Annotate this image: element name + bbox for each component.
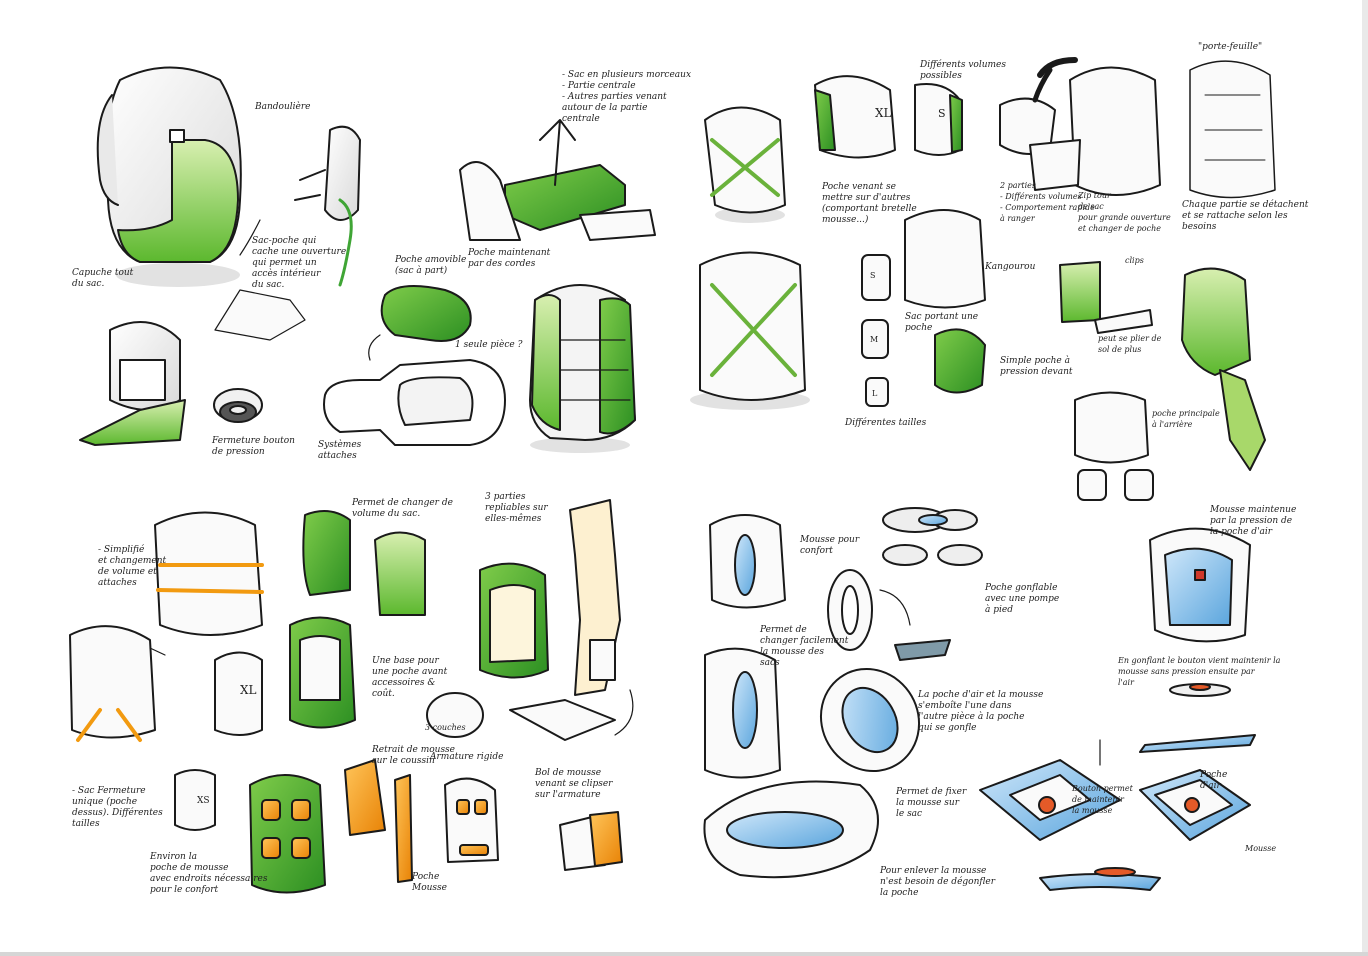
sketch-arrows [149,67,1101,766]
note-clips: clips [1125,256,1144,265]
note-plusieurs-morceaux: - Sac en plusieurs morceaux - Partie cen… [562,70,692,124]
note-simple-poche: Simple poche à pression devant [1000,356,1073,377]
sketch-wallet-pack [1189,60,1276,199]
note-fixer-mousse: Permet de fixer la mousse sur le sac [896,787,967,819]
note-changer-volume: Permet de changer de volume du sac. [352,498,453,519]
note-simplifie: - Simplifié et changement de volume et a… [98,545,167,588]
sketch-backpack-main [96,66,242,287]
note-kangourou: Kangourou [985,262,1036,272]
note-base-poche: Une base pour une poche avant accessoire… [372,656,448,699]
note-fermeture-unique: - Sac Fermeture unique (poche dessus). D… [72,786,163,829]
note-differents-volumes: Différents volumes possibles [920,60,1006,81]
note-mousse-maintenue: Mousse maintenue par la pression de la p… [1210,505,1297,537]
page-edge-right [1362,0,1368,956]
note-changer-facilement: Permet de changer facilement la mousse d… [760,625,849,668]
sketch-x-strap-pack-top [704,106,786,223]
note-poche-gonflable: Poche gonflable avec une pompe à pied [985,583,1060,615]
label-size-3: L [872,389,878,398]
label-xl: XL [875,106,892,120]
note-en-gonflant: En gonflant le bouton vient maintenir la… [1118,656,1281,687]
note-poche-mousse: Poche Mousse [412,872,447,893]
note-poche-amovible: Poche amovible (sac à part) [395,255,467,276]
sketch-zip-tour-pack [999,57,1161,196]
note-armature-rigide: Armature rigide [430,752,504,762]
label-xs: XS [197,796,210,806]
sketch-modular-pack [459,119,656,241]
sketch-orange-packs [249,759,623,894]
note-deux-parties: 2 parties - Différents volumes - Comport… [1000,181,1095,223]
note-systemes-attaches: Systèmes attaches [318,440,362,461]
sketch-pattern [214,289,306,341]
note-trois-parties: 3 parties repliables sur elles-mêmes [485,492,548,524]
note-porte-feuille: "porte-feuille" [1198,42,1263,52]
sketch-green-side-pack [1059,261,1266,501]
sketch-air-cushion [882,507,983,661]
note-capuche: Capuche tout du sac. [72,268,134,289]
sketch-backpack-striped [529,284,636,453]
note-environ-poche: Environ la poche de mousse avec endroits… [150,852,268,895]
note-bandouliere: Bandoulière [255,102,311,112]
note-chaque-partie: Chaque partie se détachent et se rattach… [1182,200,1309,232]
sketch-x-strap-pack-big [690,251,810,410]
sketch-green-volume-packs [289,510,426,729]
note-fermeture: Fermeture bouton de pression [212,436,295,457]
note-poche-venant: Poche venant se mettre sur d'autres (com… [822,182,917,225]
sketch-kangaroo [861,209,986,407]
note-poche-air: Poche d'air [1200,770,1228,791]
note-mousse-confort: Mousse pour confort [800,535,860,556]
sketch-harness-frame [323,359,506,446]
sketch-person-sling [294,125,361,287]
sketch-air-bags [979,759,1251,891]
note-enlever-mousse: Pour enlever la mousse n'est besoin de d… [880,866,995,898]
note-une-piece: 1 seule pièce ? [455,340,523,350]
note-plier: peut se plier de sol de plus [1098,334,1162,354]
note-mousse: Mousse [1245,844,1277,853]
sketch-air-pocket-pack [1139,527,1256,753]
sketch-volume-pouches [814,75,963,159]
label-xl-2: XL [240,683,257,697]
note-bol-mousse: Bol de mousse venant se clipser sur l'ar… [535,768,613,800]
note-sac-portant: Sac portant une poche [905,312,979,333]
sketch-lumbar-foam [703,780,879,879]
sketch-green-pouch [380,285,472,342]
note-differentes-tailles: Différentes tailles [845,418,927,428]
sketch-compression-pack [69,511,264,742]
label-size-1: S [870,271,876,280]
note-trois-couches: 3 couches [425,723,466,732]
note-poche-principale: poche principale à l'arrière [1152,409,1220,429]
sketch-foam-packs [704,514,921,779]
note-zip-tour: Zip tour de sac pour grande ouverture et… [1078,191,1171,233]
sketch-hood-pack [79,321,186,446]
note-sac-poche: Sac-poche qui cache une ouverture qui pe… [252,236,347,290]
label-size-2: M [870,335,879,344]
note-bouton-permet: Bouton permet de maintenir la mousse [1072,784,1133,815]
sketch-snap-button [213,388,263,423]
note-poche-maintenant: Poche maintenant par des cordes [468,248,551,269]
note-retrait-mousse: Retrait de mousse sur le coussin [372,745,456,766]
sketch-folding-panel [426,499,621,741]
page-edge-bottom [0,952,1368,956]
sketch-xl-pouch [174,651,263,831]
label-s: S [938,107,946,120]
note-emboite: La poche d'air et la mousse s'emboîte l'… [918,690,1044,733]
